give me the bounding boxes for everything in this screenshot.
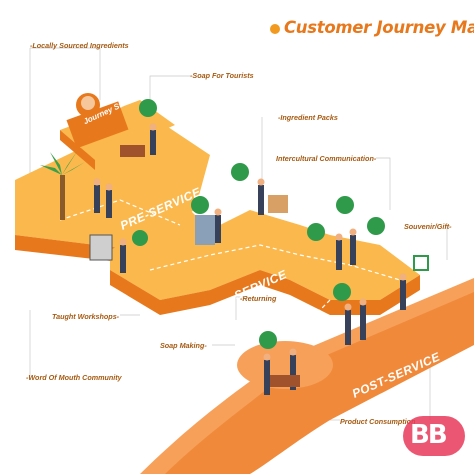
- label-soap-tourists: -Soap For Tourists: [190, 71, 254, 80]
- green-topic-icons: [132, 99, 385, 349]
- label-locally-sourced: -Locally Sourced Ingredients: [30, 41, 129, 50]
- top-ledge-side: [60, 130, 95, 170]
- label-returning: -Returning: [240, 294, 277, 303]
- palm-tree-icon: [40, 150, 85, 220]
- stands: [89, 145, 300, 387]
- route-dashes: [59, 199, 401, 361]
- people-figures: [93, 123, 407, 395]
- label-word-of-mouth: -Word Of Mouth Community: [26, 373, 122, 382]
- journey-sign: [66, 93, 129, 149]
- label-product-consumption: Product Consumption: [340, 417, 416, 426]
- service-road-side: [110, 270, 420, 315]
- service-road-top: [110, 210, 420, 300]
- post-service-road-top: [140, 278, 474, 474]
- label-souvenir: Souvenir/Gift-: [404, 222, 452, 231]
- watermark-badge: [403, 416, 465, 456]
- title-bullet: [270, 24, 280, 34]
- label-taught-workshops: Taught Workshops-: [52, 312, 120, 321]
- label-soap-making: Soap Making-: [160, 341, 207, 350]
- label-intercultural: Intercultural Communication-: [276, 154, 377, 163]
- watermark-text: BB: [410, 420, 448, 450]
- post-service-disc: [237, 341, 333, 389]
- label-ingredient-packs: -Ingredient Packs: [278, 113, 338, 122]
- souvenir-icon: [413, 255, 429, 271]
- page-title: Customer Journey Map: [284, 18, 474, 37]
